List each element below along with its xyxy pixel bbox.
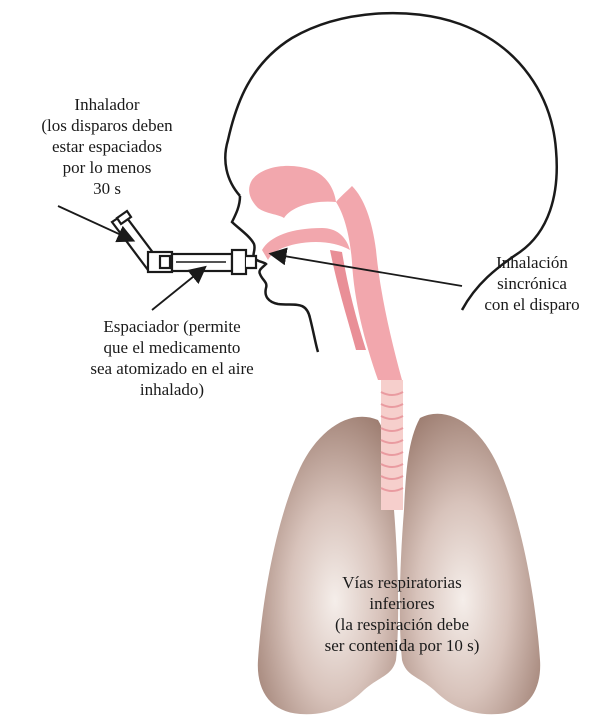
spacer-label-line: que el medicamento [62, 337, 282, 358]
spacer-label-line: inhalado) [62, 379, 282, 400]
airways-label-line: inferiores [292, 593, 512, 614]
right-lung [400, 414, 540, 714]
inhaler-label-line: estar espaciados [2, 136, 212, 157]
inhalation-label: Inhalación sincrónica con el disparo [462, 252, 602, 315]
spacer-label: Espaciador (permite que el medicamento s… [62, 316, 282, 400]
airways-label: Vías respiratorias inferiores (la respir… [292, 572, 512, 656]
spacer-label-line: Espaciador (permite [62, 316, 282, 337]
left-lung [258, 417, 398, 715]
airways-label-line: (la respiración debe [292, 614, 512, 635]
inhalation-label-line: con el disparo [462, 294, 602, 315]
inhaler-label-line: por lo menos [2, 157, 212, 178]
airways-label-line: Vías respiratorias [292, 572, 512, 593]
airways-label-line: ser contenida por 10 s) [292, 635, 512, 656]
spacer-arrow [152, 268, 204, 310]
inhalation-label-line: sincrónica [462, 273, 602, 294]
inhalation-label-line: Inhalación [462, 252, 602, 273]
inhaler-label-line: 30 s [2, 178, 212, 199]
inhaler-device [112, 211, 256, 274]
spacer-label-line: sea atomizado en el aire [62, 358, 282, 379]
nasal-airway [249, 166, 336, 218]
inhaler-label-line: Inhalador [2, 94, 212, 115]
inhaler-label-line: (los disparos deben [2, 115, 212, 136]
inhaler-label: Inhalador (los disparos deben estar espa… [2, 94, 212, 199]
